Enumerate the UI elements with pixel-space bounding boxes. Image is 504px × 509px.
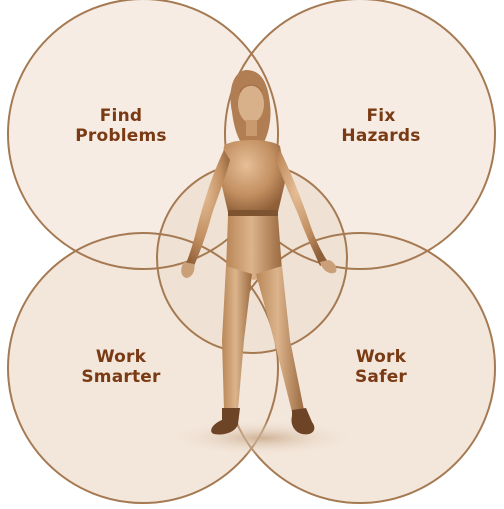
work-smarter-line-2: Smarter xyxy=(81,367,161,387)
fix-hazards-line-1: Fix xyxy=(366,106,396,126)
work-safer-line-2: Safer xyxy=(354,367,408,387)
ground-shadow xyxy=(167,420,357,456)
standing-woman-figure xyxy=(181,70,337,435)
fix-hazards-line-2: Hazards xyxy=(341,126,421,146)
work-safer-label: Work Safer xyxy=(322,347,440,387)
find-problems-line-2: Problems xyxy=(75,126,167,146)
work-smarter-line-1: Work xyxy=(95,347,147,367)
work-smarter-label: Work Smarter xyxy=(62,347,180,387)
fix-hazards-label: Fix Hazards xyxy=(322,106,440,146)
find-problems-label: Find Problems xyxy=(62,106,180,146)
find-problems-line-1: Find xyxy=(99,106,143,126)
work-safer-line-1: Work xyxy=(355,347,407,367)
